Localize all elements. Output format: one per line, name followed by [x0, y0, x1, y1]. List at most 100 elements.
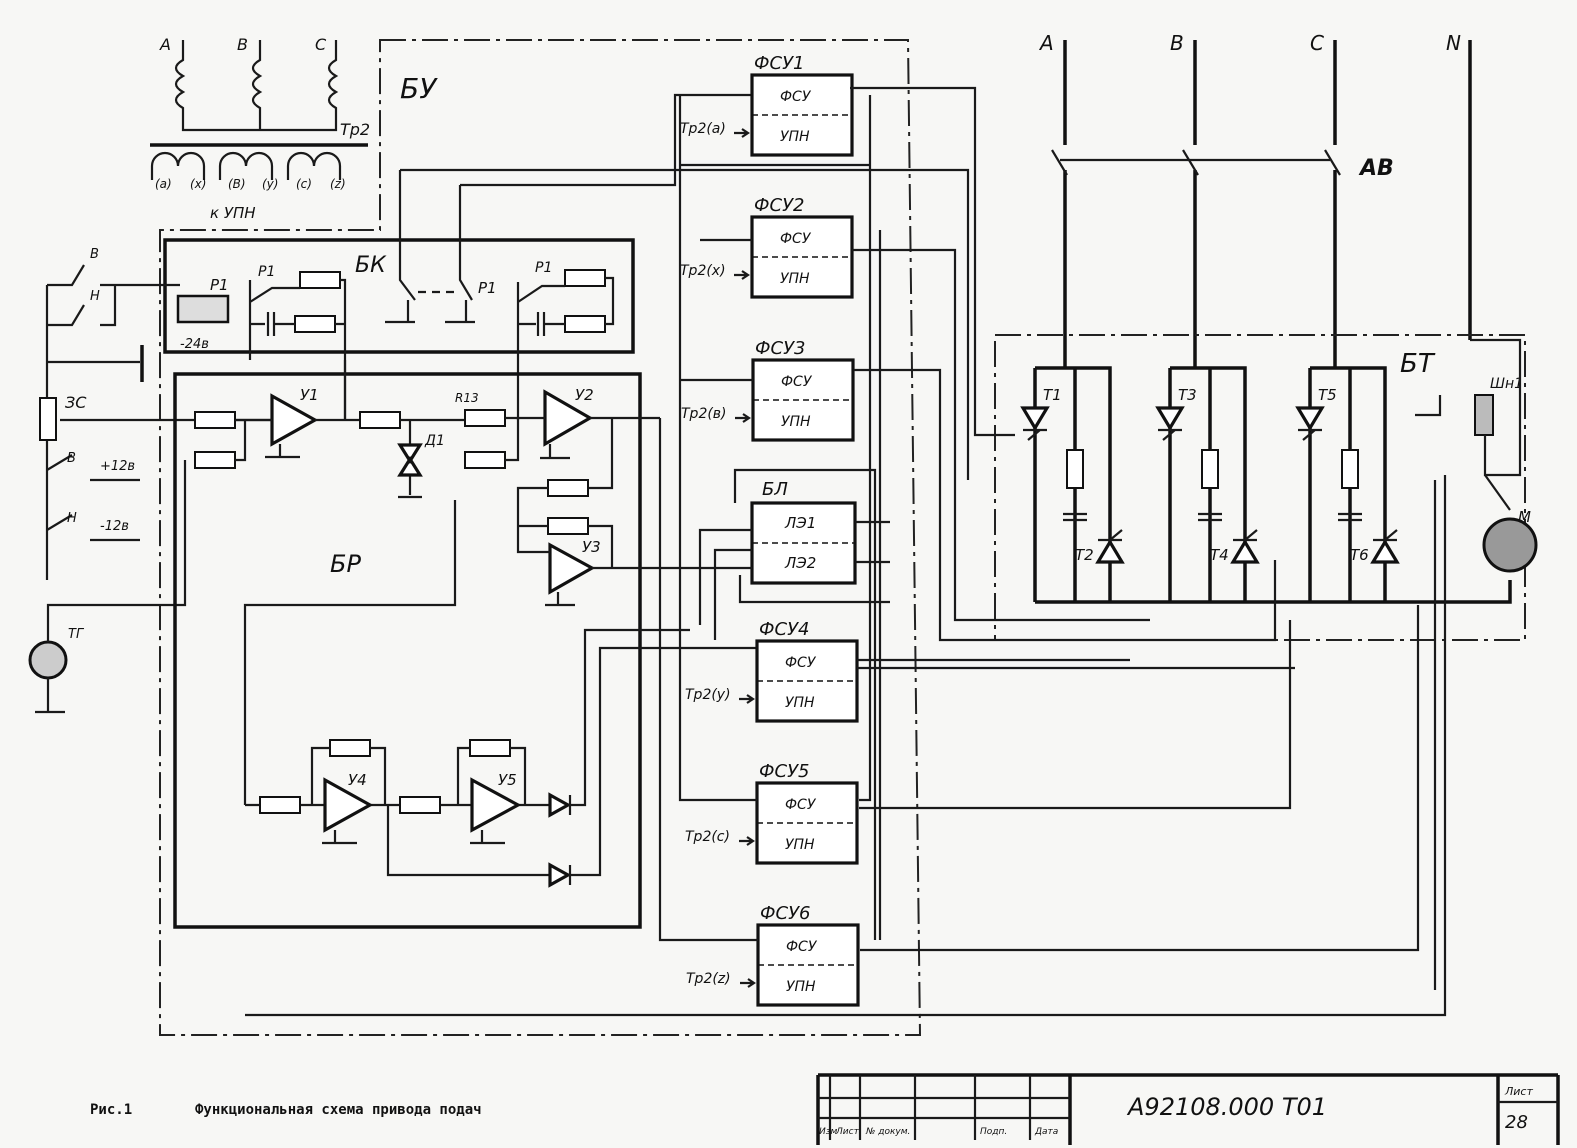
title-block: А92108.000 Т01 Лист 28 Изм Лист № докум.… — [816, 1073, 1560, 1145]
u2-label: У2 — [575, 386, 594, 404]
u1-label: У1 — [300, 386, 319, 404]
shunt-label: Шн1 — [1490, 376, 1523, 392]
u5-label: У5 — [498, 771, 517, 789]
switch-b2-label: В — [67, 451, 76, 466]
zener-d1 — [397, 443, 423, 477]
transformer-tr2: A B C Тр2 (a) (x) (B) (y) (c) (z) к УПН — [150, 35, 370, 222]
d1-label: Д1 — [424, 433, 445, 449]
resistor — [1341, 449, 1359, 489]
switch-b-label: В — [90, 247, 99, 262]
resistor — [547, 479, 589, 497]
resistor — [399, 796, 441, 814]
switch-h2-label: Н — [67, 511, 77, 526]
fsu-section-label: ФСУ — [785, 797, 817, 813]
resistor — [564, 269, 606, 287]
fsu-title: ФСУ4 — [759, 619, 809, 640]
upn-section-label: УПН — [780, 129, 810, 145]
line-a-label: A — [1038, 31, 1054, 55]
amplifier-u4 — [323, 777, 374, 833]
breaker-label: АВ — [1358, 156, 1394, 181]
upn-section-label: УПН — [781, 414, 811, 430]
fsu-section-label: ФСУ — [780, 231, 812, 247]
resistor — [1066, 449, 1084, 489]
thyristor-icon — [1295, 406, 1325, 432]
sec-x: (x) — [190, 177, 206, 191]
resistor — [464, 451, 506, 469]
left-controls: В Н ЗС В Н +12в -12в ТГ — [28, 247, 275, 714]
resistor — [194, 411, 236, 429]
br-label: БР — [330, 550, 361, 578]
thyristor-label: Т6 — [1350, 546, 1369, 564]
resistor — [194, 451, 236, 469]
thyristor-label: Т1 — [1043, 386, 1062, 404]
fsu-section-label: ФСУ — [780, 89, 812, 105]
upn-section-label: УПН — [780, 271, 810, 287]
resistor — [547, 517, 589, 535]
resistor — [259, 796, 301, 814]
sec-b: (B) — [228, 177, 246, 191]
resistor — [329, 739, 371, 757]
relay-contact-label: Р1 — [258, 264, 275, 280]
resistor — [564, 315, 606, 333]
fsu-title: ФСУ5 — [759, 761, 809, 782]
fsu-input-label: Тр2(z) — [686, 971, 731, 987]
fsu-section-label: ФСУ — [785, 655, 817, 671]
fsu-title: ФСУ2 — [754, 195, 804, 216]
resistor — [294, 315, 336, 333]
tg-label: ТГ — [68, 627, 85, 642]
thyristor-label: Т2 — [1075, 546, 1094, 564]
fsu-title: ФСУ3 — [755, 338, 805, 359]
thyristor-label: Т5 — [1318, 386, 1337, 404]
fsu-section-label: ФСУ — [786, 939, 818, 955]
line-c-label: C — [1310, 31, 1324, 55]
sec-a: (a) — [155, 177, 172, 191]
switch-h-label: Н — [90, 289, 100, 304]
fsu-title: ФСУ1 — [754, 53, 804, 74]
sec-y: (y) — [262, 177, 278, 191]
figure-caption: Функциональная схема привода подач — [195, 1102, 482, 1118]
sheet-number: 28 — [1505, 1112, 1528, 1133]
line-b-label: B — [1170, 31, 1184, 55]
figure-number: Рис.1 — [90, 1102, 132, 1118]
fsu-input-label: Тр2(а) — [680, 121, 726, 137]
bt-label: БТ — [1400, 349, 1436, 379]
sec-c: (c) — [296, 177, 312, 191]
relay-coil — [176, 294, 230, 324]
diode-icon — [548, 792, 572, 888]
resistor — [1201, 449, 1219, 489]
phase-b-label: B — [237, 35, 248, 54]
u4-label: У4 — [348, 771, 367, 789]
motor-label: М — [1518, 508, 1531, 526]
resistor — [469, 739, 511, 757]
col-list: Лист — [835, 1127, 860, 1137]
minus12-label: -12в — [100, 519, 129, 534]
upn-section-label: УПН — [785, 837, 815, 853]
phase-c-label: C — [315, 35, 327, 54]
thyristor-icon — [1230, 538, 1260, 564]
power-lines: A B C N АВ — [1038, 31, 1472, 368]
fsu-section-label: ФСУ — [781, 374, 813, 390]
col-date: Дата — [1034, 1127, 1058, 1137]
col-sign: Подп. — [980, 1127, 1007, 1137]
relay-contact-label: Р1 — [478, 279, 497, 297]
thyristor-label: Т3 — [1178, 386, 1197, 404]
thyristor-label: Т4 — [1210, 546, 1229, 564]
tr2-label: Тр2 — [340, 120, 370, 139]
relay-label: Р1 — [210, 276, 229, 294]
to-upn-label: к УПН — [210, 204, 256, 222]
bl-label: БЛ — [762, 479, 788, 500]
relay-contact-label: Р1 — [535, 260, 552, 276]
voltage-label: -24в — [180, 337, 209, 352]
thyristor-icon — [1095, 538, 1125, 564]
potentiometer-zs — [39, 397, 57, 441]
fsu-title: ФСУ6 — [760, 903, 810, 924]
line-n-label: N — [1446, 31, 1461, 55]
thyristor-icon — [1155, 406, 1185, 432]
col-doc: № докум. — [865, 1127, 910, 1137]
fsu-input-label: Тр2(у) — [685, 687, 731, 703]
ld1-label: ЛЭ1 — [784, 514, 816, 532]
phase-a-label: A — [159, 35, 171, 54]
bu-label: БУ — [400, 72, 438, 105]
